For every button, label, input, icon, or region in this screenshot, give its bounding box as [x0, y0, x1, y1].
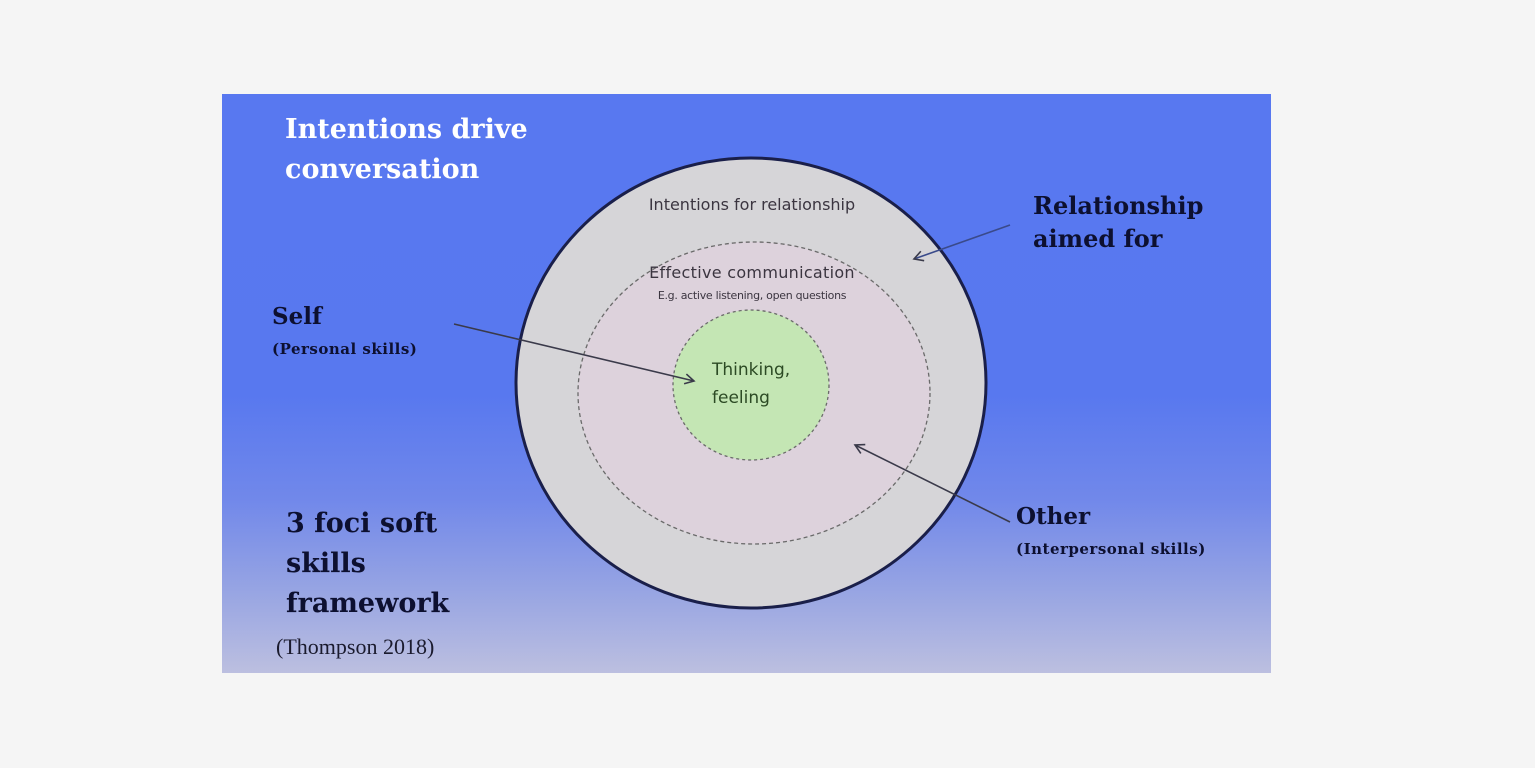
middle-ring-sublabel: E.g. active listening, open questions: [657, 289, 847, 302]
relationship-arrow: [912, 224, 1011, 262]
title-line: Intentions drive: [285, 114, 528, 145]
outer-ring-label: Intentions for relationship: [648, 195, 856, 214]
core-circle: [672, 309, 830, 461]
diagram-title: Intentions drive conversation: [285, 110, 528, 190]
framework-line: skills: [286, 548, 366, 579]
other-callout-sublabel: (Interpersonal skills): [1016, 540, 1206, 558]
self-callout-label: Self: [272, 303, 322, 330]
other-arrow: [853, 443, 1011, 523]
framework-title: 3 foci soft skills framework: [286, 504, 449, 624]
framework-line: framework: [286, 588, 450, 619]
diagram-slide: Intentions drive conversation Intentions…: [222, 94, 1271, 673]
core-label-line: feeling: [712, 388, 770, 408]
framework-line: 3 foci soft: [286, 508, 438, 539]
title-line: conversation: [285, 154, 480, 185]
foci-circles: [453, 156, 1011, 610]
middle-ring-label: Effective communication: [649, 263, 855, 282]
core-label-line: Thinking,: [712, 360, 791, 380]
self-arrow: [453, 323, 696, 385]
relationship-line: Relationship: [1033, 191, 1204, 220]
citation: (Thompson 2018): [276, 634, 435, 659]
other-callout-label: Other: [1016, 503, 1091, 530]
core-label: Thinking, feeling: [712, 356, 790, 412]
relationship-line: aimed for: [1033, 224, 1163, 253]
relationship-callout: Relationship aimed for: [1033, 189, 1203, 255]
self-callout-sublabel: (Personal skills): [272, 340, 418, 358]
